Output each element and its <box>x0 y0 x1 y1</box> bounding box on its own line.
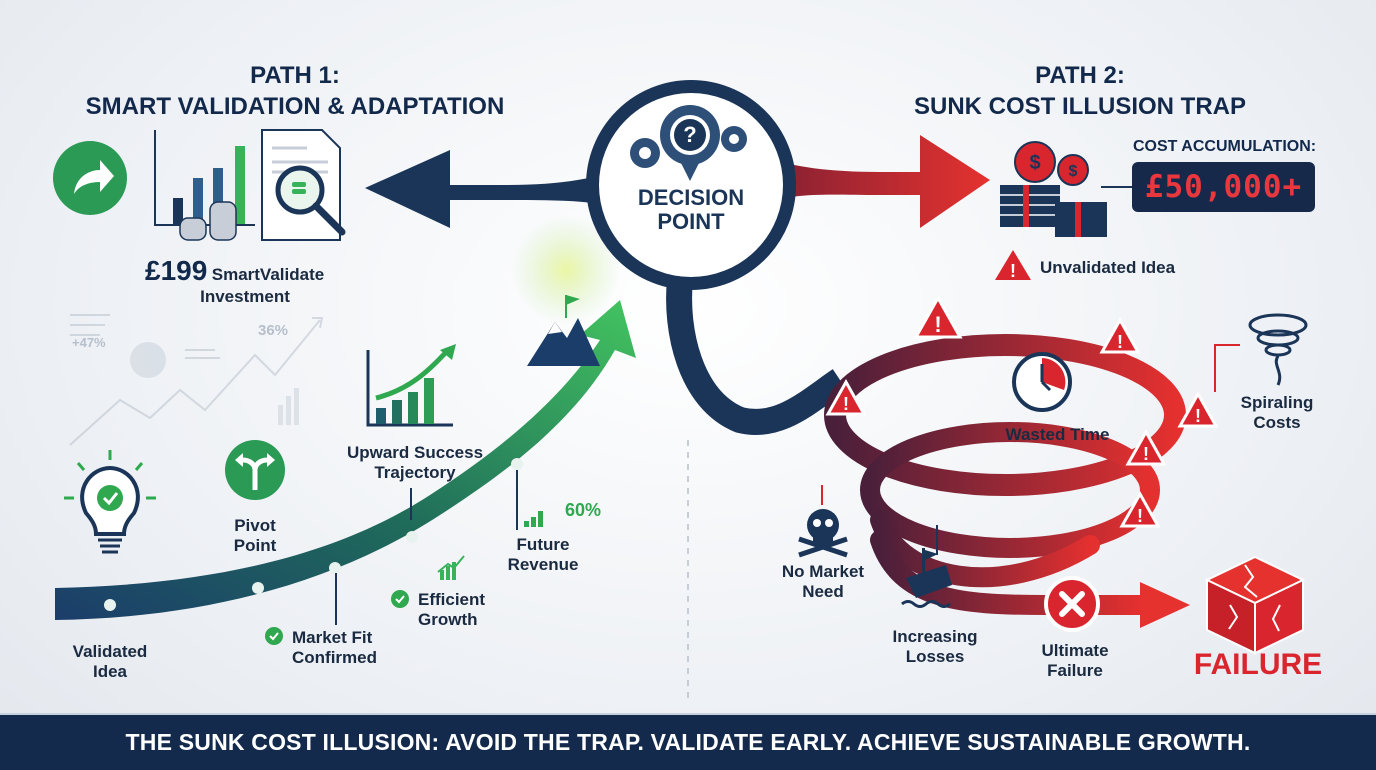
validation-chart-icon <box>154 130 255 241</box>
milestone-line1: Efficient <box>418 590 486 609</box>
milestone-line1: Validated <box>72 642 148 661</box>
ultimate-failure-label: Ultimate Failure <box>1020 641 1130 681</box>
decision-point-label: DECISION POINT <box>586 186 796 234</box>
warning-icon-unvalidated: ! <box>995 250 1031 281</box>
item-line1: Spiraling <box>1240 393 1314 412</box>
investment-subtitle: Investment <box>200 287 290 306</box>
path1-label: PATH 1: <box>250 62 340 89</box>
trap-path <box>666 278 848 435</box>
spiraling-costs-label: Spiraling Costs <box>1232 393 1322 433</box>
sinking-ship-icon <box>901 548 952 608</box>
milestone-line1: Future <box>516 535 570 554</box>
broken-box-icon <box>1204 555 1306 655</box>
cost-value: £50,000+ <box>1144 169 1303 205</box>
no-market-need-label: No Market Need <box>768 562 878 602</box>
milestone-line2: Point <box>233 536 277 555</box>
item-line1: No Market <box>781 562 865 581</box>
failure-label: FAILURE <box>1193 648 1323 681</box>
spiral-trap <box>824 334 1186 615</box>
tornado-icon <box>1248 313 1308 386</box>
warning-icons: ! ! ! ! ! ! <box>825 294 1219 528</box>
investment-name: SmartValidate <box>211 265 325 284</box>
cost-accumulation-label: COST ACCUMULATION: <box>1133 138 1317 155</box>
decision-line2: POINT <box>657 209 725 234</box>
cost-counter: £50,000+ <box>1132 162 1315 212</box>
item-line2: Costs <box>1253 413 1301 432</box>
clock-icon <box>1012 352 1072 412</box>
path2-title: PATH 2: SUNK COST ILLUSION TRAP <box>880 60 1280 122</box>
wasted-time-label: Wasted Time <box>1005 425 1110 444</box>
milestone-line2: Idea <box>92 662 128 681</box>
milestone-efficient-growth: Efficient Growth <box>418 590 518 630</box>
svg-text:!: ! <box>1137 506 1143 526</box>
path1-title: PATH 1: SMART VALIDATION & ADAPTATION <box>40 60 550 122</box>
milestone-line1: Market Fit <box>292 628 373 647</box>
svg-text:!: ! <box>1195 406 1201 426</box>
item-line1: Ultimate <box>1041 641 1109 660</box>
decision-line1: DECISION <box>637 185 745 210</box>
svg-text:$: $ <box>1069 163 1078 180</box>
milestone-line1: Upward Success <box>346 443 484 462</box>
bottom-banner: THE SUNK COST ILLUSION: AVOID THE TRAP. … <box>0 713 1376 770</box>
path2-heading: SUNK COST ILLUSION TRAP <box>913 93 1246 120</box>
magnifier-icon <box>275 165 346 236</box>
revenue-bar-icon <box>524 511 543 527</box>
bar-chart-up-icon <box>366 344 456 427</box>
check-circle-icon <box>265 627 283 645</box>
svg-text:!: ! <box>1117 332 1123 352</box>
success-path <box>55 300 636 620</box>
x-circle-icon <box>1044 576 1100 632</box>
right-arrow <box>745 135 990 228</box>
milestone-line1: Pivot <box>234 516 276 535</box>
milestone-line2: Confirmed <box>292 648 377 667</box>
unvalidated-idea-label: Unvalidated Idea <box>1040 258 1176 277</box>
path-milestone-dots <box>104 458 523 611</box>
lightbulb-check-icon <box>64 450 156 554</box>
mountain-icon <box>527 295 600 366</box>
revenue-stat: 60% <box>565 500 602 520</box>
skull-crossbones-icon <box>798 509 848 558</box>
svg-text:!: ! <box>843 394 849 414</box>
item-line1: Increasing <box>892 627 978 646</box>
milestone-line2: Trajectory <box>374 463 456 482</box>
check-circle-icon <box>391 590 409 608</box>
bg-stat-a: +47% <box>72 335 106 350</box>
bg-stat-b: 36% <box>258 322 289 339</box>
money-stack-icon: $ $ <box>1000 141 1107 237</box>
failure-arrow-head <box>1140 582 1190 628</box>
forward-arrow-icon <box>53 141 127 215</box>
milestone-upward-success: Upward Success Trajectory <box>330 443 500 483</box>
split-arrow-icon <box>225 440 285 500</box>
milestone-line2: Revenue <box>507 555 579 574</box>
left-arrow <box>365 150 640 228</box>
increasing-losses-label: Increasing Losses <box>880 627 990 667</box>
path1-heading: SMART VALIDATION & ADAPTATION <box>85 93 505 120</box>
investment-price: £199 <box>145 255 208 286</box>
milestone-pivot-point: Pivot Point <box>200 516 310 556</box>
svg-text:$: $ <box>1029 152 1040 174</box>
path2-label: PATH 2: <box>1035 62 1125 89</box>
banner-text: THE SUNK COST ILLUSION: AVOID THE TRAP. … <box>125 729 1251 755</box>
svg-text:!: ! <box>1010 261 1016 281</box>
item-line2: Need <box>802 582 844 601</box>
milestone-market-fit: Market Fit Confirmed <box>292 628 412 668</box>
milestone-line2: Growth <box>418 610 478 629</box>
svg-text:!: ! <box>934 312 941 337</box>
svg-text:?: ? <box>683 122 696 147</box>
background-chart <box>69 314 324 446</box>
investment-label: £199 SmartValidate Investment <box>145 255 375 307</box>
svg-text:!: ! <box>1143 444 1149 464</box>
milestone-validated-idea: Validated Idea <box>50 642 170 682</box>
milestone-future-revenue: Future Revenue <box>498 535 588 575</box>
item-line2: Losses <box>905 647 965 666</box>
item-line2: Failure <box>1047 661 1103 680</box>
efficient-growth-icon <box>437 555 465 580</box>
